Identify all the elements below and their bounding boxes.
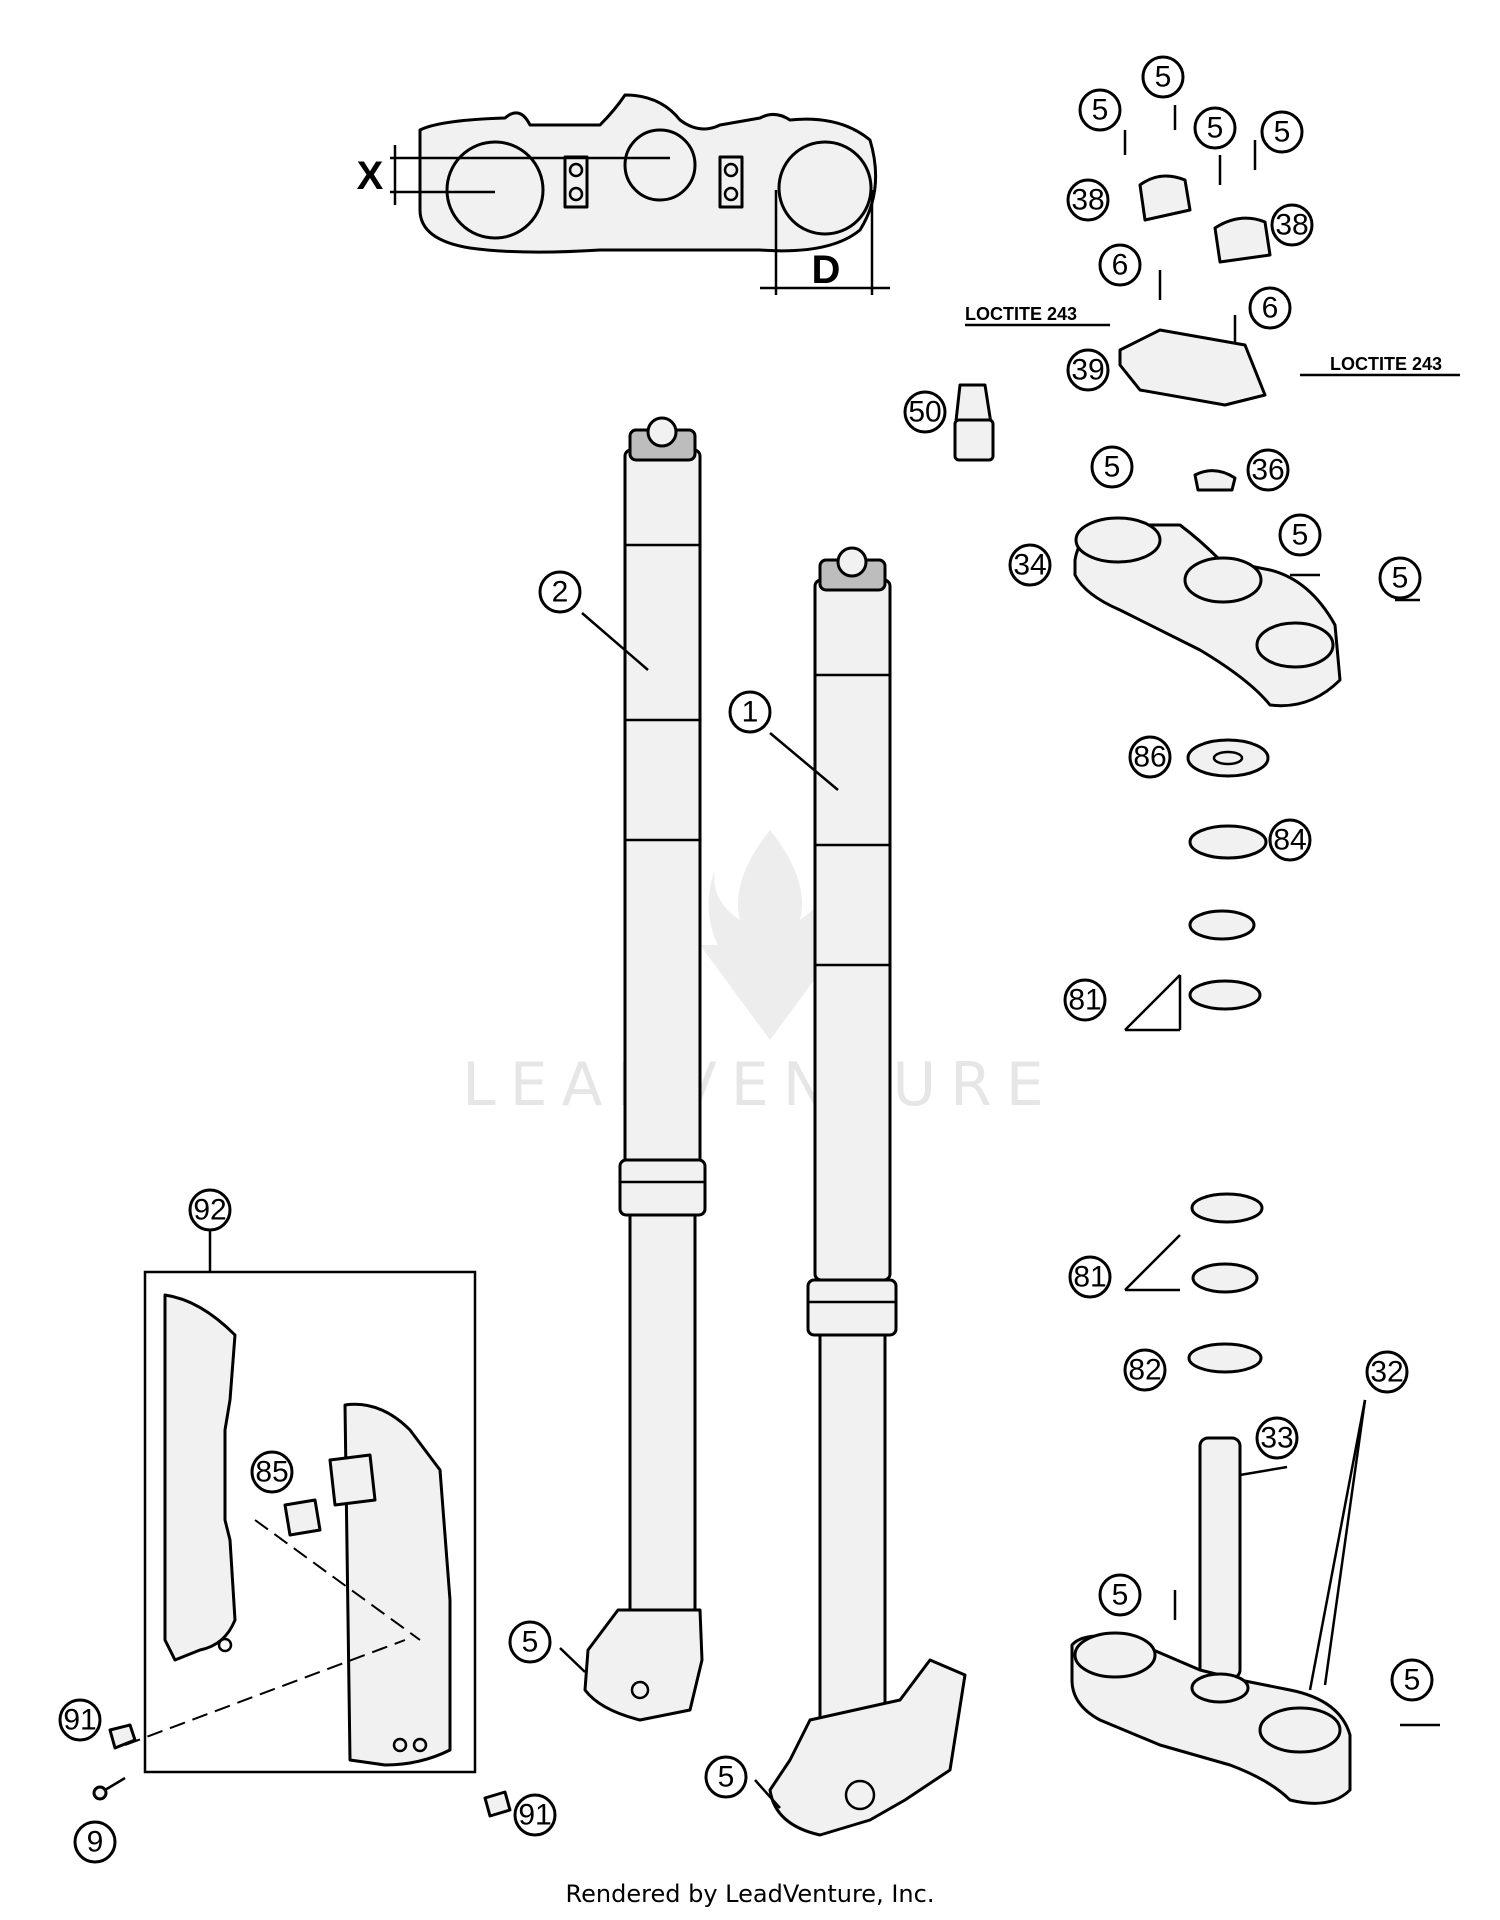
- bearing-81-lower: [1190, 1192, 1264, 1294]
- svg-text:5: 5: [522, 1626, 539, 1659]
- svg-text:82: 82: [1128, 1354, 1161, 1387]
- callout-5g: 5: [1378, 556, 1422, 600]
- svg-text:5: 5: [718, 1761, 735, 1794]
- callout-5e: 5: [1090, 445, 1134, 489]
- callout-5j: 5: [508, 1620, 552, 1664]
- bearing-86: [1186, 738, 1270, 778]
- watermark-text: LEADVENTURE: [462, 1050, 1058, 1120]
- callout-81a: 81: [1063, 978, 1107, 1022]
- callout-85: 85: [250, 1450, 294, 1494]
- svg-text:5: 5: [1404, 1664, 1421, 1697]
- svg-text:34: 34: [1013, 549, 1046, 582]
- svg-text:5: 5: [1292, 519, 1309, 552]
- svg-text:5: 5: [1104, 451, 1121, 484]
- svg-text:5: 5: [1274, 116, 1291, 149]
- callout-9: 9: [73, 1820, 117, 1864]
- callout-39: 39: [1066, 348, 1110, 392]
- watermark: LEADVENTURE: [462, 830, 1058, 1120]
- steering-stem-bolts: [559, 573, 1440, 1809]
- svg-text:2: 2: [552, 576, 569, 609]
- lower-triple-clamp: [1070, 1436, 1352, 1805]
- callout-5a: 5: [1078, 88, 1122, 132]
- callout-6a: 6: [1098, 243, 1142, 287]
- callout-5f: 5: [1278, 513, 1322, 557]
- svg-text:9: 9: [87, 1826, 104, 1859]
- bolt-9: [92, 1776, 126, 1801]
- callout-5k: 5: [704, 1755, 748, 1799]
- svg-text:LOCTITE 243: LOCTITE 243: [965, 304, 1077, 324]
- svg-text:50: 50: [908, 396, 941, 429]
- svg-text:38: 38: [1071, 184, 1104, 217]
- svg-text:6: 6: [1262, 292, 1279, 325]
- callout-91a: 91: [58, 1698, 102, 1742]
- callout-36: 36: [1246, 448, 1290, 492]
- callout-5i: 5: [1390, 1658, 1434, 1702]
- callout-6b: 6: [1248, 286, 1292, 330]
- cap-50: [953, 383, 995, 462]
- callout-1: 1: [728, 690, 772, 734]
- svg-text:32: 32: [1370, 1356, 1403, 1389]
- callout-5d: 5: [1260, 110, 1304, 154]
- svg-text:81: 81: [1068, 984, 1101, 1017]
- svg-text:86: 86: [1133, 741, 1166, 774]
- callout-34: 34: [1008, 543, 1052, 587]
- svg-text:36: 36: [1251, 454, 1284, 487]
- callout-81b: 81: [1068, 1255, 1112, 1299]
- svg-text:91: 91: [518, 1799, 551, 1832]
- watermark-flame-icon: [708, 830, 832, 1010]
- triple-clamp-dimension-view: X D: [357, 93, 890, 295]
- fork-leg-2: [583, 416, 707, 1722]
- svg-text:5: 5: [1155, 61, 1172, 94]
- callout-5c: 5: [1193, 106, 1237, 150]
- callout-86: 86: [1128, 735, 1172, 779]
- leader-lines: [208, 612, 1367, 1691]
- callout-38a: 38: [1066, 178, 1110, 222]
- callout-50: 50: [903, 390, 947, 434]
- callout-92: 92: [188, 1188, 232, 1232]
- seal-84: [1188, 824, 1268, 860]
- upper-triple-clamp: [1073, 469, 1342, 708]
- svg-text:85: 85: [255, 1456, 288, 1489]
- svg-text:33: 33: [1260, 1422, 1293, 1455]
- svg-text:6: 6: [1112, 249, 1129, 282]
- svg-text:1: 1: [742, 696, 759, 729]
- callout-5b: 5: [1141, 55, 1185, 99]
- footer-credit: Rendered by LeadVenture, Inc.: [565, 1880, 935, 1908]
- svg-text:LOCTITE 243: LOCTITE 243: [1330, 354, 1442, 374]
- svg-text:84: 84: [1273, 824, 1306, 857]
- callout-82: 82: [1123, 1348, 1167, 1392]
- dimension-d-label: D: [812, 248, 841, 292]
- callout-84: 84: [1268, 818, 1312, 862]
- callout-91b: 91: [513, 1793, 557, 1837]
- bearing-81-upper: [1188, 909, 1262, 1011]
- seal-82: [1187, 1342, 1263, 1374]
- loctite-label-b: LOCTITE 243: [1300, 354, 1460, 377]
- svg-text:5: 5: [1112, 1579, 1129, 1612]
- callout-2: 2: [538, 570, 582, 614]
- callout-32: 32: [1365, 1350, 1409, 1394]
- svg-text:5: 5: [1092, 94, 1109, 127]
- svg-text:91: 91: [63, 1704, 96, 1737]
- callout-38b: 38: [1270, 203, 1314, 247]
- svg-text:38: 38: [1275, 209, 1308, 242]
- svg-text:92: 92: [193, 1194, 226, 1227]
- fork-protector-set: [124, 1270, 477, 1774]
- svg-text:5: 5: [1207, 112, 1224, 145]
- svg-text:81: 81: [1073, 1261, 1106, 1294]
- svg-text:39: 39: [1071, 354, 1104, 387]
- callout-33: 33: [1255, 1416, 1299, 1460]
- loctite-label-a: LOCTITE 243: [965, 304, 1110, 327]
- dimension-x-label: X: [357, 154, 384, 198]
- watermark-v-icon: [700, 945, 840, 1040]
- callout-5h: 5: [1098, 1573, 1142, 1617]
- bolt-91-right: [483, 1790, 512, 1818]
- bolt-91-left: [108, 1723, 137, 1750]
- fork-leg-1: [768, 546, 967, 1837]
- svg-text:5: 5: [1392, 562, 1409, 595]
- bar-clamp-assembly: [1118, 105, 1272, 407]
